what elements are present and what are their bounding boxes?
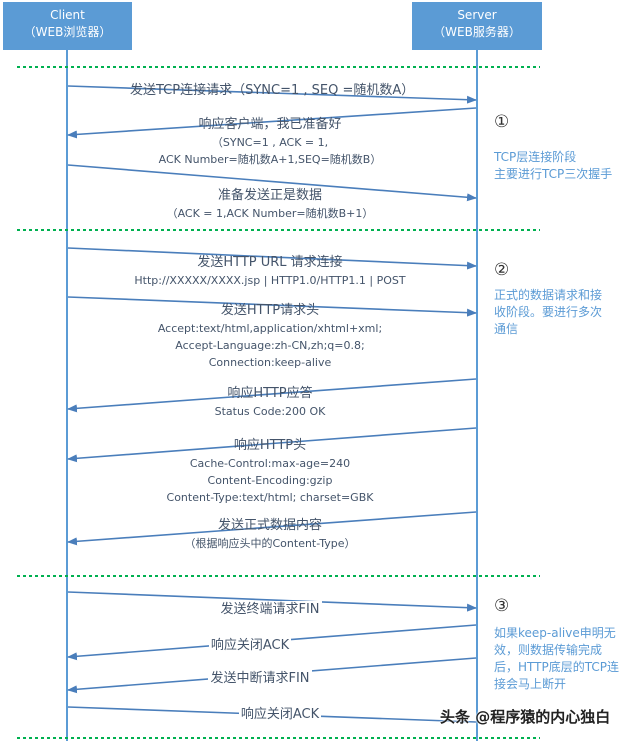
message-label: 发送正式数据内容 （根据响应头中的Content-Type） [130,517,410,552]
message-title: 响应关闭ACK [208,637,292,655]
message-title: 响应HTTP应答 [227,386,313,401]
server-actor-box: Server （WEB服务器） [412,2,542,50]
message-title: 发送TCP连接请求（SYNC=1 , SEQ =随机数A） [130,83,415,98]
client-actor-subtitle: （WEB浏览器） [23,25,112,39]
message-title: 响应关闭ACK [238,706,322,724]
message-detail: ACK Number=随机数A+1,SEQ=随机数B） [158,153,382,166]
message-arrow-client-to-server [67,591,477,612]
client-actor-name: Client [50,8,85,22]
message-detail: Status Code:200 OK [214,405,326,418]
message-arrow-server-to-client [67,378,477,413]
message-label: 响应关闭ACK [160,634,340,655]
message-detail: （SYNC=1 , ACK = 1, [211,136,329,149]
message-label: 响应HTTP应答 Status Code:200 OK [130,385,410,420]
message-detail: Accept-Language:zh-CN,zh;q=0.8; [175,339,365,352]
message-detail: Content-Type:text/html; charset=GBK [166,491,374,504]
phase-text: 效，则数据传输完成 [494,643,603,657]
phase-text: 通信 [494,322,519,336]
message-label: 发送HTTP请求头 Accept:text/html,application/x… [120,302,420,371]
client-actor-box: Client （WEB浏览器） [3,2,132,50]
message-arrow-server-to-client [67,511,477,546]
phase-annotation-1: ① TCP层连接阶段 主要进行TCP三次握手 [494,114,612,183]
message-detail: Http://XXXXX/XXXX.jsp | HTTP1.0/HTTP1.1 … [134,274,406,287]
message-label: 准备发送正是数据 （ACK = 1,ACK Number=随机数B+1） [130,187,410,222]
message-label: 发送HTTP URL 请求连接 Http://XXXXX/XXXX.jsp | … [120,254,420,289]
phase-text: 接会马上断开 [494,677,567,691]
message-arrow-client-to-server [67,85,477,104]
phase-text: 如果keep-alive申明无 [494,626,616,640]
message-arrow-server-to-client [67,427,477,463]
message-arrow-client-to-server [67,296,477,317]
phase-annotation-2: ② 正式的数据请求和接 收阶段。要进行多次 通信 [494,262,602,338]
message-arrow-client-to-server [67,164,477,202]
message-title: 发送中断请求FIN [208,670,312,688]
server-actor-subtitle: （WEB服务器） [433,25,521,39]
message-title: 发送HTTP URL 请求连接 [197,255,343,270]
message-label: 发送中断请求FIN [160,667,360,688]
message-label: 发送TCP连接请求（SYNC=1 , SEQ =随机数A） [130,82,415,100]
phase-text: 后，HTTP底层的TCP连 [494,660,619,674]
message-detail: （根据响应头中的Content-Type） [184,537,356,550]
phase-text: 主要进行TCP三次握手 [494,167,613,181]
phase-number: ① [494,112,510,132]
message-title: 发送正式数据内容 [217,518,322,533]
message-label: 发送终端请求FIN [160,598,380,619]
phase-text: 正式的数据请求和接 [494,288,603,302]
message-title: 准备发送正是数据 [217,188,322,203]
phase-text: TCP层连接阶段 [494,150,577,164]
message-title: 响应HTTP头 [233,438,307,453]
message-label: 响应客户端，我已准备好 （SYNC=1 , ACK = 1, ACK Numbe… [130,116,410,168]
message-arrow-client-to-server [67,247,477,270]
message-detail: Cache-Control:max-age=240 [189,457,351,470]
server-actor-name: Server [457,8,497,22]
message-detail: Connection:keep-alive [208,356,332,369]
message-label: 响应HTTP头 Cache-Control:max-age=240 Conten… [130,437,410,506]
watermark: 头条 @程序猿的内心独白 [440,708,611,726]
message-detail: Accept:text/html,application/xhtml+xml; [157,322,383,335]
message-title: 发送HTTP请求头 [220,303,320,318]
message-detail: （ACK = 1,ACK Number=随机数B+1） [166,207,374,220]
message-detail: Content-Encoding:gzip [207,474,333,487]
phase-annotation-3: ③ 如果keep-alive申明无 效，则数据传输完成 后，HTTP底层的TCP… [494,598,619,693]
message-arrow-server-to-client [67,107,477,139]
message-title: 发送终端请求FIN [218,601,322,619]
message-title: 响应客户端，我已准备好 [198,117,342,132]
message-label: 响应关闭ACK [190,703,370,724]
phase-text: 收阶段。要进行多次 [494,305,603,319]
phase-number: ② [494,260,510,280]
phase-number: ③ [494,596,510,616]
